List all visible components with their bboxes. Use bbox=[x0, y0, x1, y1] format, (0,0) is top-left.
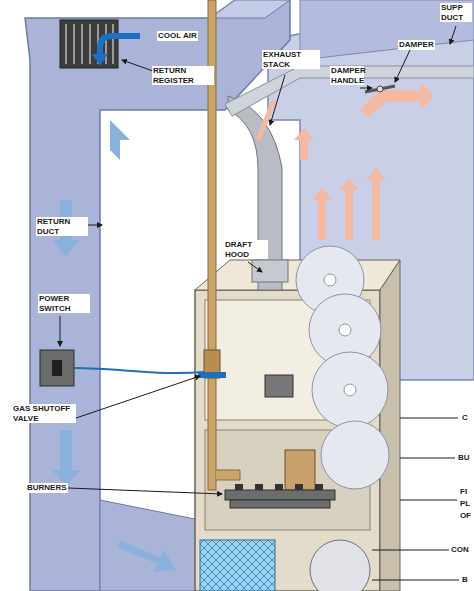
part-label: RETURN REGISTER bbox=[152, 66, 214, 85]
part-label: COOL AIR bbox=[157, 31, 198, 41]
part-label: SUPP DUCT bbox=[440, 3, 472, 22]
part-label: PL bbox=[459, 499, 471, 509]
part-label: DRAFT HOOD bbox=[224, 240, 268, 259]
part-label: B bbox=[461, 575, 469, 585]
part-label: DAMPER HANDLE bbox=[330, 66, 364, 85]
part-label: C bbox=[461, 413, 469, 423]
part-label: EXHAUST STACK bbox=[262, 50, 320, 69]
part-label: GAS SHUTOFF VALVE bbox=[12, 404, 76, 423]
part-label: DAMPER bbox=[398, 40, 435, 50]
part-label: POWER SWITCH bbox=[38, 294, 90, 313]
part-label: BURNERS bbox=[26, 483, 68, 493]
part-label: OF bbox=[459, 511, 472, 521]
part-label: CON bbox=[450, 545, 470, 555]
part-label: BU bbox=[457, 453, 471, 463]
part-label: RETURN DUCT bbox=[36, 217, 88, 236]
part-label: FI bbox=[459, 487, 468, 497]
